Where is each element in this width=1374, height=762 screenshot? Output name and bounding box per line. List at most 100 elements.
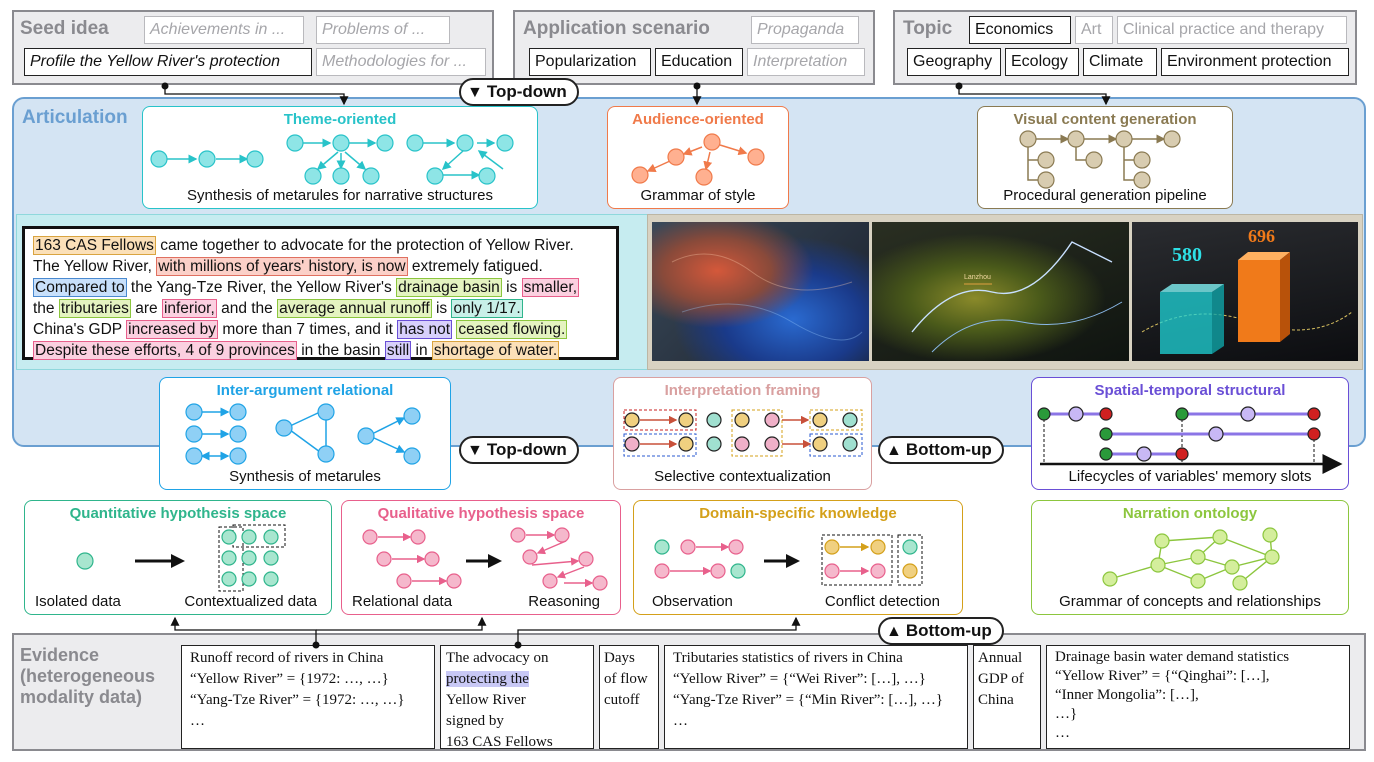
chip-geography[interactable]: Geography xyxy=(907,48,1001,76)
visual-content-title: Visual content generation xyxy=(1013,111,1197,128)
framing-icon xyxy=(623,409,863,457)
chip-art[interactable]: Art xyxy=(1075,16,1113,44)
chip-ecology[interactable]: Ecology xyxy=(1005,48,1079,76)
qualitative-hypothesis-card: Qualitative hypothesis space Relational … xyxy=(341,500,621,615)
bottom-up-arrow-label-2: ▲Bottom-up xyxy=(878,617,1004,645)
narrative-line: The Yellow River, with millions of years… xyxy=(33,256,608,277)
evidence-line: “Yellow River” = {“Wei River”: […], …} xyxy=(673,671,926,687)
narrative-highlight: drainage basin xyxy=(396,278,502,297)
bar-value-696: 696 xyxy=(1248,226,1275,246)
qualitative-title: Qualitative hypothesis space xyxy=(377,505,585,522)
chip-popularization[interactable]: Popularization xyxy=(529,48,651,76)
narrative-segment: is xyxy=(501,279,522,296)
audience-oriented-card: Audience-oriented Grammar of style xyxy=(607,106,789,209)
top-down-label: Top-down xyxy=(486,82,567,101)
domain-knowledge-card: Domain-specific knowledge Observation Co… xyxy=(633,500,963,615)
articulation-title: Articulation xyxy=(22,107,128,128)
evidence-runoff-record[interactable]: Runoff record of rivers in China “Yellow… xyxy=(181,645,435,749)
ontology-caption: Grammar of concepts and relationships xyxy=(1059,593,1321,610)
interpretation-title: Interpretation xyxy=(22,466,145,487)
evidence-annual-gdp[interactable]: Annual GDP of China xyxy=(973,645,1041,749)
evidence-line: Yellow River xyxy=(446,692,526,708)
theme-graph-icon xyxy=(150,134,514,185)
top-down-arrow-label-2: ▼Top-down xyxy=(459,436,579,464)
narrative-highlight: ceased flowing. xyxy=(456,320,568,339)
spatial-temporal-card: Spatial-temporal structural Lifecycles o… xyxy=(1031,377,1349,490)
evidence-line: “Yang-Tze River” = {1972: …, …} xyxy=(190,692,405,708)
narrative-segment: is xyxy=(431,300,452,317)
interpretation-framing-caption: Selective contextualization xyxy=(654,468,831,485)
inter-argument-caption: Synthesis of metarules xyxy=(229,468,381,485)
evidence-line: Runoff record of rivers in China xyxy=(190,650,384,666)
theme-oriented-caption: Synthesis of metarules for narrative str… xyxy=(187,187,493,204)
evidence-line: Tributaries statistics of rivers in Chin… xyxy=(673,650,903,666)
evidence-advocacy[interactable]: The advocacy on protecting the Yellow Ri… xyxy=(440,645,594,750)
chip-education[interactable]: Education xyxy=(655,48,743,76)
evidence-title-line-1: Evidence xyxy=(20,645,100,665)
bars-3d xyxy=(1141,252,1353,354)
quantitative-hypothesis-card: Quantitative hypothesis space Isolated d… xyxy=(24,500,332,615)
narrative-line: Despite these efforts, 4 of 9 provinces … xyxy=(33,340,608,361)
map-render-bars: 580 696 xyxy=(1132,222,1358,361)
evidence-drainage-basin[interactable]: Drainage basin water demand statistics “… xyxy=(1046,645,1350,749)
chip-problems[interactable]: Problems of ... xyxy=(316,16,450,44)
narrative-segment: The Yellow River, xyxy=(33,258,157,275)
qualitative-right-label: Reasoning xyxy=(528,593,600,610)
narrative-highlight: smaller, xyxy=(521,278,579,297)
visual-content-card: Visual content generation Procedural gen… xyxy=(977,106,1233,209)
narration-ontology-card: Narration ontology Grammar of concepts a… xyxy=(1031,500,1349,615)
evidence-line: Days xyxy=(604,650,635,666)
quantitative-icon xyxy=(76,524,286,592)
top-down-arrow-label-1: ▼Top-down xyxy=(459,78,579,106)
seed-idea-title: Seed idea xyxy=(20,18,109,39)
chip-methodologies[interactable]: Methodologies for ... xyxy=(316,48,486,76)
bar-value-580: 580 xyxy=(1172,244,1202,266)
narrative-segment: in xyxy=(411,342,432,359)
qualitative-icon xyxy=(362,527,608,591)
evidence-tributaries[interactable]: Tributaries statistics of rivers in Chin… xyxy=(664,645,968,749)
chip-clinical[interactable]: Clinical practice and therapy xyxy=(1117,16,1347,44)
narrative-highlight: has not xyxy=(397,320,453,339)
chip-environment-protection[interactable]: Environment protection xyxy=(1161,48,1349,76)
top-down-label: Top-down xyxy=(486,440,567,459)
chip-achievements[interactable]: Achievements in ... xyxy=(144,16,304,44)
narrative-highlight: 163 CAS Fellows xyxy=(33,236,156,255)
narrative-segment: are xyxy=(130,300,162,317)
seed-idea-panel: Seed idea Achievements in ... Problems o… xyxy=(12,10,494,85)
evidence-line: “Yellow River” = {“Qinghai”: […], xyxy=(1055,668,1270,684)
qualitative-left-label: Relational data xyxy=(352,593,453,610)
narrative-line: 163 CAS Fellows came together to advocat… xyxy=(33,235,608,256)
evidence-line: Annual xyxy=(978,650,1023,666)
evidence-flow-cutoff[interactable]: Days of flow cutoff xyxy=(599,645,659,749)
chip-profile-yellow-river[interactable]: Profile the Yellow River's protection xyxy=(24,48,312,76)
up-triangle-icon: ▲ xyxy=(886,623,902,640)
narrative-segment: China's GDP xyxy=(33,321,127,338)
quantitative-left-label: Isolated data xyxy=(35,593,121,610)
chip-climate[interactable]: Climate xyxy=(1083,48,1157,76)
narrative-highlight: increased by xyxy=(126,320,219,339)
evidence-line: “Inner Mongolia”: […], xyxy=(1055,687,1199,703)
evidence-line: of flow xyxy=(604,671,648,687)
evidence-line: GDP of xyxy=(978,671,1024,687)
chip-interpretation[interactable]: Interpretation xyxy=(747,48,865,76)
map-place-label: Lanzhou xyxy=(964,274,991,281)
ontology-graph-icon xyxy=(1102,527,1280,591)
topic-title: Topic xyxy=(903,18,953,39)
narrative-highlight: inferior, xyxy=(161,299,217,318)
narrative-text-box: 163 CAS Fellows came together to advocat… xyxy=(22,226,619,360)
domain-title: Domain-specific knowledge xyxy=(699,505,897,522)
narrative-highlight: still xyxy=(384,341,412,360)
chip-economics[interactable]: Economics xyxy=(969,16,1071,44)
audience-graph-icon xyxy=(631,133,765,186)
map-render-river: Lanzhou xyxy=(872,222,1129,361)
narrative-highlight: shortage of water. xyxy=(431,341,560,360)
narrative-highlight: Compared to xyxy=(33,278,127,297)
down-triangle-icon: ▼ xyxy=(467,84,483,101)
interpretation-framing-title: Interpretation framing xyxy=(664,382,821,399)
inter-argument-icon xyxy=(185,403,421,465)
inter-argument-title: Inter-argument relational xyxy=(216,382,394,399)
evidence-line: China xyxy=(978,692,1014,708)
bottom-up-label: Bottom-up xyxy=(905,621,992,640)
evidence-line: signed by xyxy=(446,713,504,729)
chip-propaganda[interactable]: Propaganda xyxy=(751,16,859,44)
